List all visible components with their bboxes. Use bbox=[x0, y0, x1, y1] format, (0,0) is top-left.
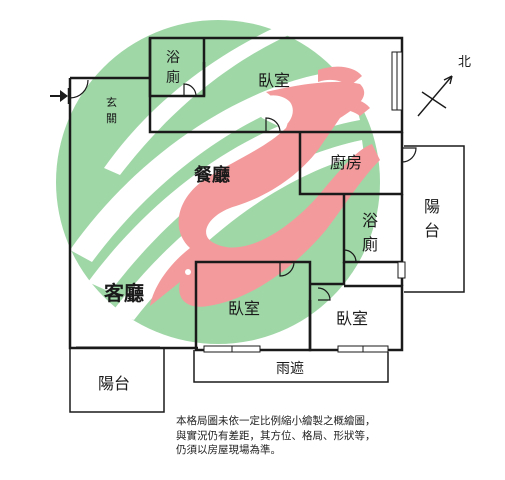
door-center-bedroom bbox=[279, 261, 295, 277]
compass-icon bbox=[417, 75, 453, 117]
disclaimer-note: 本格局圖未依一定比例縮小繪製之概繪圖， 與實況仍有差距，其方位、格局、形狀等， … bbox=[176, 414, 456, 458]
disclaimer-line: 與實況仍有差距，其方位、格局、形狀等， bbox=[176, 429, 376, 442]
wall-kitchen bbox=[298, 132, 404, 196]
label-balcony-left: 陽台 bbox=[98, 374, 130, 393]
label-bedroom-center: 臥室 bbox=[228, 299, 260, 318]
logo-white-bird-head bbox=[252, 95, 293, 128]
label-living: 客廳 bbox=[103, 281, 144, 305]
label-kitchen: 廚房 bbox=[330, 153, 362, 172]
compass-label: 北 bbox=[458, 55, 471, 70]
wall-balcony-right bbox=[404, 145, 465, 293]
wall-right-bedroom bbox=[308, 262, 404, 352]
label-bathroom-top-2: 廁 bbox=[166, 69, 180, 86]
watermark-logo bbox=[56, 18, 380, 344]
door-mid-bathroom bbox=[343, 249, 357, 263]
walls bbox=[68, 36, 465, 413]
label-bathroom-mid-2: 廁 bbox=[362, 235, 378, 254]
label-dining: 餐廳 bbox=[193, 164, 230, 186]
label-entrance-1: 玄 bbox=[106, 95, 117, 109]
wall-balcony-left bbox=[69, 348, 165, 413]
label-bathroom-mid-1: 浴 bbox=[362, 211, 378, 230]
label-bathroom-top-1: 浴 bbox=[166, 50, 180, 66]
doors bbox=[69, 79, 417, 301]
logo-bird-eye bbox=[185, 269, 191, 275]
label-entrance-2: 關 bbox=[106, 112, 117, 125]
label-rain-shelter: 雨遮 bbox=[276, 361, 304, 377]
wall-mid-bathroom bbox=[342, 194, 404, 264]
door-kitchen bbox=[401, 147, 417, 163]
door-right-bedroom bbox=[317, 287, 331, 301]
window-bathroom-mid bbox=[397, 261, 406, 279]
wall-rain-shelter bbox=[193, 350, 389, 383]
windows bbox=[76, 51, 406, 353]
label-balcony-right-2: 台 bbox=[424, 221, 440, 240]
disclaimer-line: 本格局圖未依一定比例縮小繪製之概繪圖， bbox=[176, 415, 376, 427]
label-bedroom-top: 臥室 bbox=[258, 71, 290, 90]
label-balcony-right-1: 陽 bbox=[424, 197, 440, 216]
logo-pink-bird bbox=[150, 81, 380, 307]
door-top-bedroom bbox=[265, 117, 281, 133]
label-bedroom-right: 臥室 bbox=[336, 309, 368, 328]
disclaimer-line: 仍須以房屋現場為準。 bbox=[176, 444, 281, 456]
entrance-arrow-icon bbox=[50, 88, 71, 104]
door-top-bathroom bbox=[183, 83, 197, 97]
